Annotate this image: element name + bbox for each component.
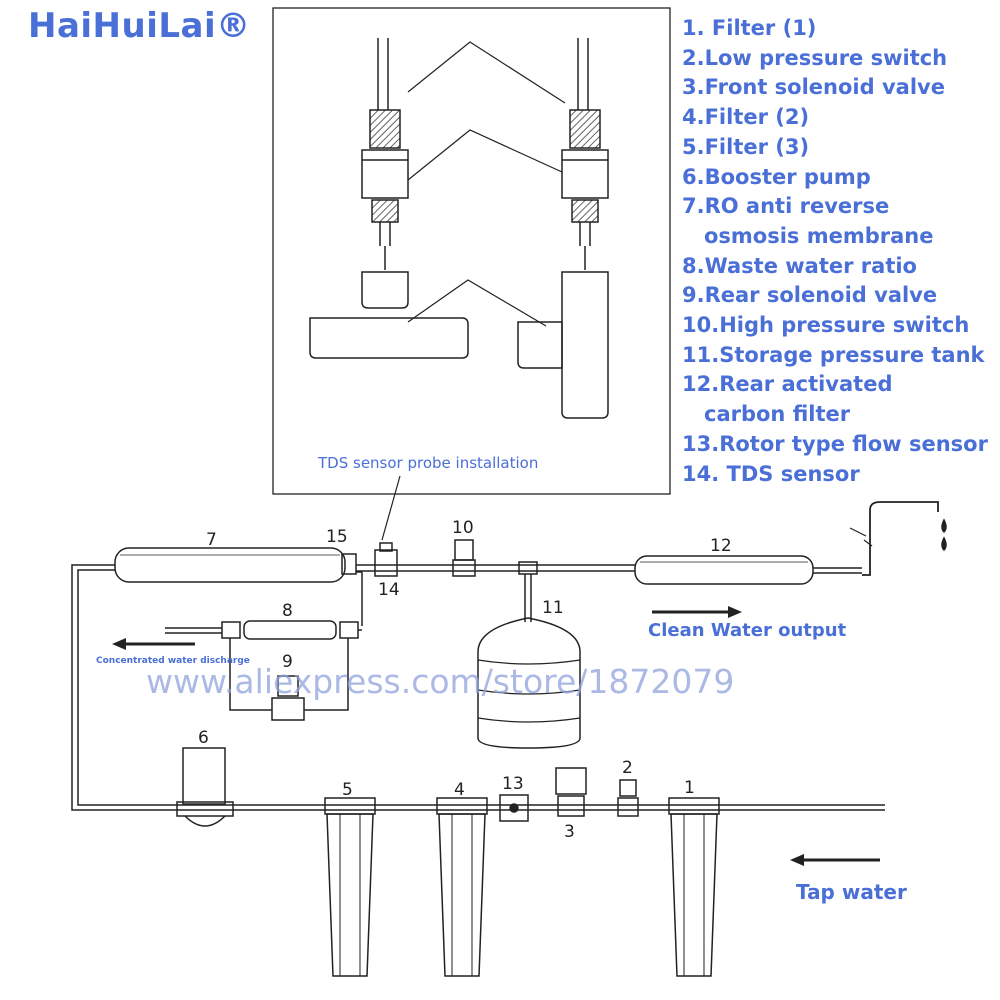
legend-item-cont: osmosis membrane — [682, 222, 997, 252]
storage-tank — [477, 617, 581, 749]
filter-2 — [436, 797, 488, 977]
watermark-url: www.aliexpress.com/store/1872079 — [146, 662, 735, 701]
part-15-fitting — [341, 553, 357, 575]
part-number: 13 — [502, 774, 524, 794]
pipe — [77, 569, 180, 806]
legend-item-cont: carbon filter — [682, 400, 997, 430]
concentrated-water-label: Concentrated water discharge — [96, 656, 250, 666]
legend-item: 4.Filter (2) — [682, 105, 810, 130]
carbon-filter — [634, 555, 814, 585]
connector-line — [407, 41, 566, 104]
part-number: 10 — [452, 518, 474, 538]
legend-item: 9.Rear solenoid valve — [682, 283, 938, 308]
legend-item: 2.Low pressure switch — [682, 45, 948, 70]
waste-ratio-valve — [243, 620, 337, 640]
low-pressure-switch — [619, 779, 637, 797]
arrows — [112, 606, 880, 866]
legend-item: 8.Waste water ratio — [682, 253, 917, 278]
ro-membrane — [114, 547, 346, 583]
part-number: 7 — [206, 530, 217, 550]
right-fitting-assembly — [517, 38, 609, 419]
brand-logo: HaiHuiLai® — [28, 6, 251, 46]
rear-solenoid-valve — [271, 697, 305, 721]
front-solenoid-valve — [555, 767, 587, 795]
tds-sensor — [374, 549, 398, 577]
legend-item: 10.High pressure switch — [682, 313, 970, 338]
part-number: 8 — [282, 601, 293, 621]
legend-item: 14. TDS sensor — [682, 461, 860, 486]
tap-water-label: Tap water — [796, 880, 907, 904]
part-number: 1 — [684, 778, 695, 798]
legend-item: 11.Storage pressure tank — [682, 342, 985, 367]
part-number: 4 — [454, 780, 465, 800]
legend-item: 7.RO anti reverse — [682, 194, 890, 219]
legend-item: 3.Front solenoid valve — [682, 75, 945, 100]
part-number: 12 — [710, 536, 732, 556]
legend-item: 5.Filter (3) — [682, 134, 810, 159]
connector-line — [407, 129, 563, 181]
booster-pump — [182, 747, 226, 805]
legend-item: 13.Rotor type flow sensor — [682, 431, 988, 456]
legend-item: 6.Booster pump — [682, 164, 871, 189]
inset-frame — [272, 7, 671, 495]
legend-item: 1. Filter (1) — [682, 16, 817, 40]
filter-1 — [668, 797, 720, 977]
legend-item: 12.Rear activated — [682, 372, 893, 397]
clean-water-label: Clean Water output — [648, 620, 847, 641]
filter-3 — [324, 797, 376, 977]
flow-sensor — [499, 794, 529, 822]
part-number: 14 — [378, 580, 400, 600]
legend: 1. Filter (1) 2.Low pressure switch 3.Fr… — [682, 14, 997, 489]
legend-continuation: carbon filter — [704, 402, 851, 427]
part-number: 9 — [282, 652, 293, 672]
pipe — [71, 564, 180, 811]
part-number: 15 — [326, 527, 348, 547]
part-number: 2 — [622, 758, 633, 778]
part-number: 3 — [564, 822, 575, 842]
legend-continuation: osmosis membrane — [704, 223, 934, 248]
tds-leader — [381, 475, 401, 541]
left-fitting-assembly — [309, 38, 469, 359]
part-number: 11 — [542, 598, 564, 618]
faucet — [862, 501, 939, 576]
tds-probe-label: TDS sensor probe installation — [318, 454, 539, 472]
high-pressure-switch — [454, 539, 474, 561]
part-number: 5 — [342, 780, 353, 800]
connector-line — [407, 279, 547, 327]
part-number: 6 — [198, 728, 209, 748]
